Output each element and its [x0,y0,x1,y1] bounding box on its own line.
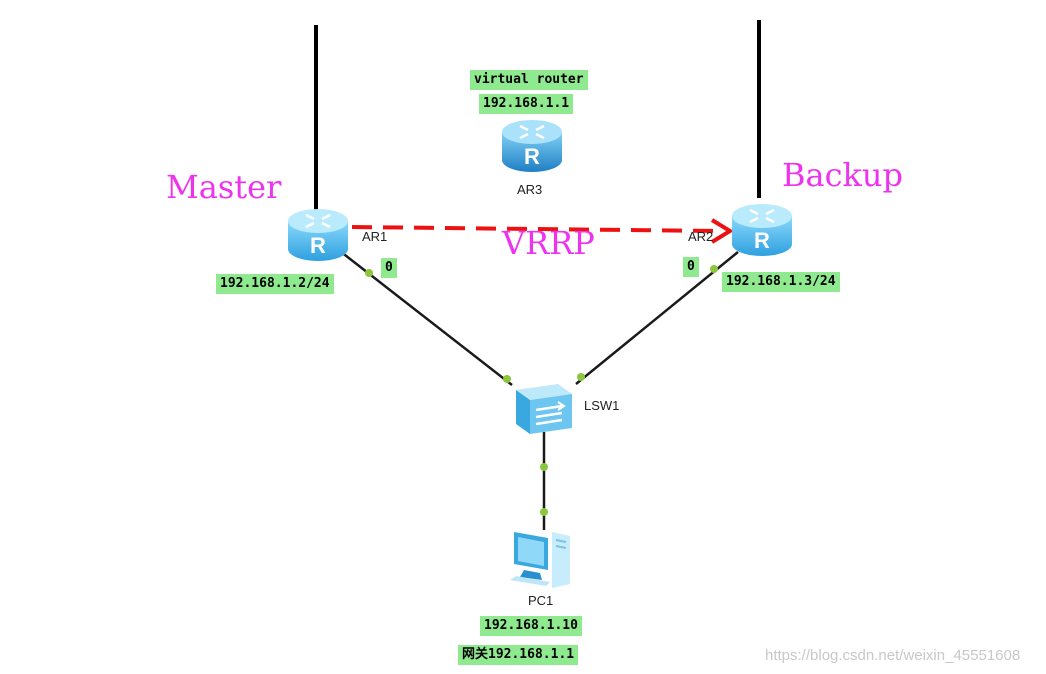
protocol-label-vrrp: VRRP [502,224,595,262]
device-label-pc1: PC1 [528,593,554,608]
port-dot-ar2 [710,265,718,273]
port-tag-ar2: 0 [683,257,699,277]
virtual-router-label: virtual router [470,70,588,90]
router-icon: R [732,204,792,256]
port-dot-lsw1-right [577,373,585,381]
pc-icon [510,532,570,588]
device-label-lsw1: LSW1 [584,398,620,413]
port-dot-pc1 [540,508,548,516]
router-icon: R [288,209,348,261]
router-icon: R [502,120,562,172]
role-label-master: Master [166,168,282,206]
svg-text:R: R [310,233,326,258]
gateway-tag-pc1: 网关192.168.1.1 [458,645,579,665]
port-dot-lsw1-bottom [540,463,548,471]
vrrp-arrow-head [710,218,734,244]
device-label-ar2: AR2 [688,229,714,244]
svg-text:R: R [754,228,770,253]
watermark: https://blog.csdn.net/weixin_45551608 [765,647,1021,664]
ip-tag-ar1: 192.168.1.2/24 [216,274,334,294]
role-label-backup: Backup [782,156,903,194]
svg-text:R: R [524,144,540,169]
link-ar1-lsw1 [335,247,513,386]
device-label-ar3: AR3 [517,182,543,197]
device-label-ar1: AR1 [362,229,388,244]
port-dot-ar1 [365,269,373,277]
ip-tag-ar2: 192.168.1.3/24 [722,272,840,292]
port-tag-ar1: 0 [381,258,397,278]
ip-tag-pc1: 192.168.1.10 [480,616,582,636]
switch-icon [516,384,572,434]
port-dot-lsw1-left [503,375,511,383]
link-ar2-lsw1 [575,251,739,385]
virtual-router-ip: 192.168.1.1 [479,94,574,114]
